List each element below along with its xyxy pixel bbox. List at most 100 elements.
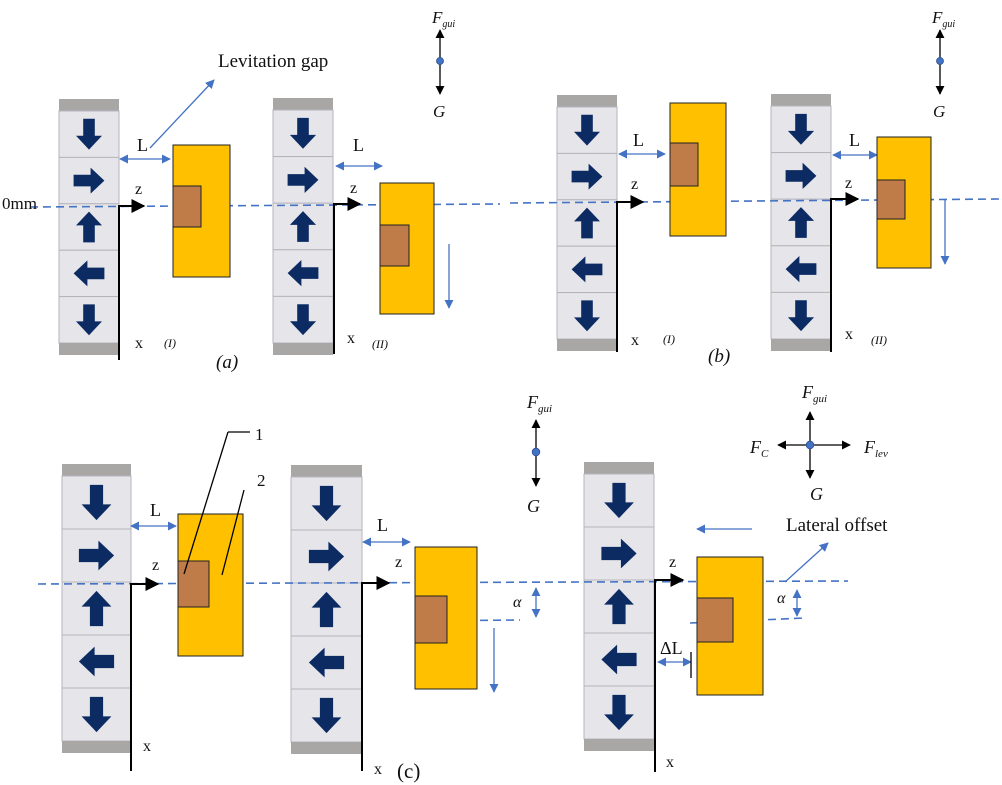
magnetization-down-icon — [604, 694, 634, 731]
magnetization-up-icon — [604, 588, 634, 625]
magnet-end-cap — [584, 462, 654, 474]
magnetization-down-icon — [311, 485, 342, 522]
magnetization-down-icon — [81, 696, 112, 733]
magnetization-right-icon — [287, 166, 319, 193]
magnetization-down-icon — [574, 300, 600, 332]
magnet-end-cap — [62, 464, 131, 476]
core-c3 — [696, 597, 734, 643]
core-a1 — [172, 185, 202, 228]
core-b2 — [876, 179, 906, 220]
magnetization-left-icon — [73, 260, 105, 287]
lateral-offset-label: Lateral offset — [786, 515, 888, 536]
magnetization-up-icon — [76, 211, 102, 243]
state-a2: (II) — [372, 337, 388, 351]
magnetization-down-icon — [604, 482, 634, 519]
magnetization-up-icon — [289, 211, 317, 242]
levitation-gap-label: Levitation gap — [218, 51, 328, 72]
magnetization-down-icon — [76, 118, 102, 150]
callout-1: 1 — [255, 425, 264, 444]
panel-a: 0mm Levitation gap L z x (I) L z x (II) … — [2, 8, 501, 373]
axes-c3 — [654, 573, 685, 772]
state-b2: (II) — [871, 333, 887, 347]
magnetization-down-icon — [289, 304, 317, 336]
gravity-label-four-force: G — [810, 484, 823, 504]
callout-line-1 — [183, 431, 229, 575]
panel-label-b: (b) — [708, 346, 730, 367]
gap-label-a2: L — [353, 135, 364, 155]
gap-label-c1: L — [150, 500, 161, 520]
state-b1: (I) — [663, 332, 675, 346]
panel-c: L z x 1 2 L α z x (c) Lateral offset α Δ… — [37, 382, 888, 783]
magnetization-right-icon — [308, 541, 345, 572]
core-b1 — [669, 142, 699, 187]
panel-b: L z x (I) L z x (II) (b) Fgui G — [509, 8, 1001, 367]
gap-label-c2: L — [377, 515, 388, 535]
x-axis-c1: x — [143, 738, 151, 755]
magnet-end-cap — [771, 94, 831, 106]
gravity-label-a: G — [433, 102, 445, 121]
axes-c2 — [361, 576, 391, 771]
magnetization-down-icon — [81, 484, 112, 521]
magnetization-right-icon — [571, 163, 603, 190]
magnetization-up-icon — [81, 590, 112, 627]
magnet-end-cap — [584, 739, 654, 751]
lateral-offset-leader — [784, 542, 829, 583]
zero-mm-label: 0mm — [2, 194, 37, 213]
axes-a1 — [118, 199, 146, 360]
panel-label-a: (a) — [216, 352, 238, 373]
gap-label-b2: L — [849, 130, 860, 150]
magnetization-right-icon — [73, 167, 105, 194]
force-label-c: Fgui — [526, 392, 552, 415]
z-axis-c1: z — [152, 557, 159, 574]
force-label-a: Fgui — [431, 8, 455, 30]
magnetization-down-icon — [289, 117, 317, 149]
force-label-lev: Flev — [863, 437, 888, 460]
z-axis-c2: z — [395, 554, 402, 571]
magnetization-left-icon — [308, 647, 345, 678]
magnetization-right-icon — [78, 540, 115, 571]
magnet-end-cap — [59, 99, 119, 111]
magnetization-left-icon — [601, 644, 637, 675]
magnetization-right-icon — [601, 538, 637, 569]
axes-a2 — [333, 197, 362, 354]
alpha-label-c3: α — [777, 590, 786, 607]
x-axis-c2: x — [374, 761, 382, 778]
z-axis-c3: z — [669, 554, 676, 571]
magnet-end-cap — [273, 343, 333, 355]
x-axis-c3: x — [666, 754, 674, 771]
magnetization-right-icon — [785, 162, 817, 189]
state-a1: (I) — [164, 336, 176, 350]
core-c2 — [414, 595, 448, 644]
magnet-end-cap — [291, 742, 362, 754]
core-a2 — [379, 224, 410, 267]
levitation-gap-leader — [149, 79, 215, 149]
axes-b2 — [830, 192, 860, 352]
z-axis-b1: z — [631, 176, 638, 193]
magnetization-down-icon — [787, 300, 815, 332]
magnet-end-cap — [59, 343, 119, 355]
permanent-magnet-arrays — [58, 94, 832, 754]
panel-label-c: (c) — [397, 759, 420, 783]
magnetization-left-icon — [287, 260, 319, 287]
gravity-label-c: G — [527, 496, 540, 516]
force-diagram-c: Fgui G — [526, 392, 552, 516]
magnetization-up-icon — [311, 591, 342, 628]
axes-b1 — [616, 195, 645, 352]
z-axis-a1: z — [135, 181, 142, 198]
force-label-guide: Fgui — [801, 382, 827, 405]
magnetization-left-icon — [785, 256, 817, 283]
force-label-b: Fgui — [931, 8, 955, 30]
magnetization-left-icon — [78, 646, 115, 677]
magnetization-down-icon — [76, 304, 102, 336]
delta-l-label: ΔL — [660, 638, 683, 658]
magnet-end-cap — [771, 339, 831, 351]
callout-line-2 — [221, 489, 245, 576]
gap-label-b1: L — [633, 130, 644, 150]
magnetization-down-icon — [311, 697, 342, 734]
magnetization-down-icon — [787, 113, 815, 145]
x-axis-b1: x — [631, 332, 639, 349]
magnetization-up-icon — [574, 207, 600, 239]
x-axis-a2: x — [347, 330, 355, 347]
callout-2: 2 — [257, 471, 266, 490]
